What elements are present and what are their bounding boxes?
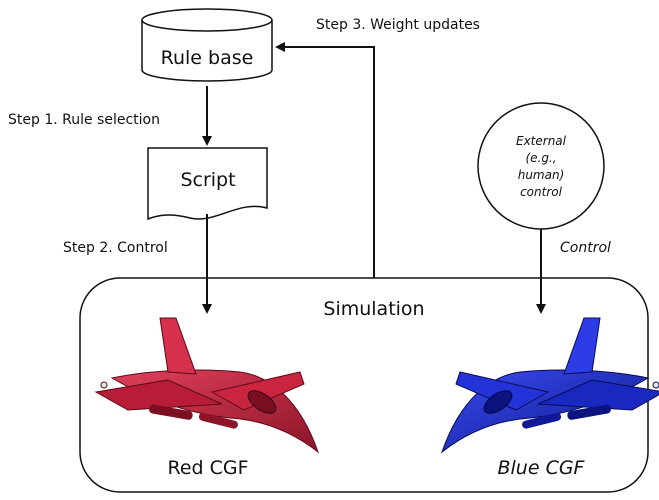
step3-label: Step 3. Weight updates (316, 17, 480, 33)
rule-base-node: Rule base (141, 8, 273, 82)
external-control-line-3: human) (518, 168, 565, 182)
external-control-line-2: (e.g., (525, 151, 556, 165)
simulation-label: Simulation (323, 298, 424, 320)
script-label: Script (180, 169, 235, 191)
rule-base-label: Rule base (161, 47, 254, 69)
control-label: Control (560, 240, 611, 256)
blue-cgf-label: Blue CGF (497, 457, 585, 479)
blue-jet-icon (440, 317, 659, 454)
step2-label: Step 2. Control (63, 240, 168, 256)
external-control-line-4: control (520, 185, 563, 199)
red-cgf-label: Red CGF (167, 457, 248, 479)
external-control-node: External (e.g., human) control (477, 102, 605, 230)
step1-label: Step 1. Rule selection (8, 112, 160, 128)
external-control-line-1: External (516, 134, 567, 148)
red-jet-icon (94, 317, 320, 454)
step3-arrow (275, 42, 375, 278)
simulation-node: Simulation (79, 277, 649, 493)
script-node: Script (147, 147, 268, 221)
